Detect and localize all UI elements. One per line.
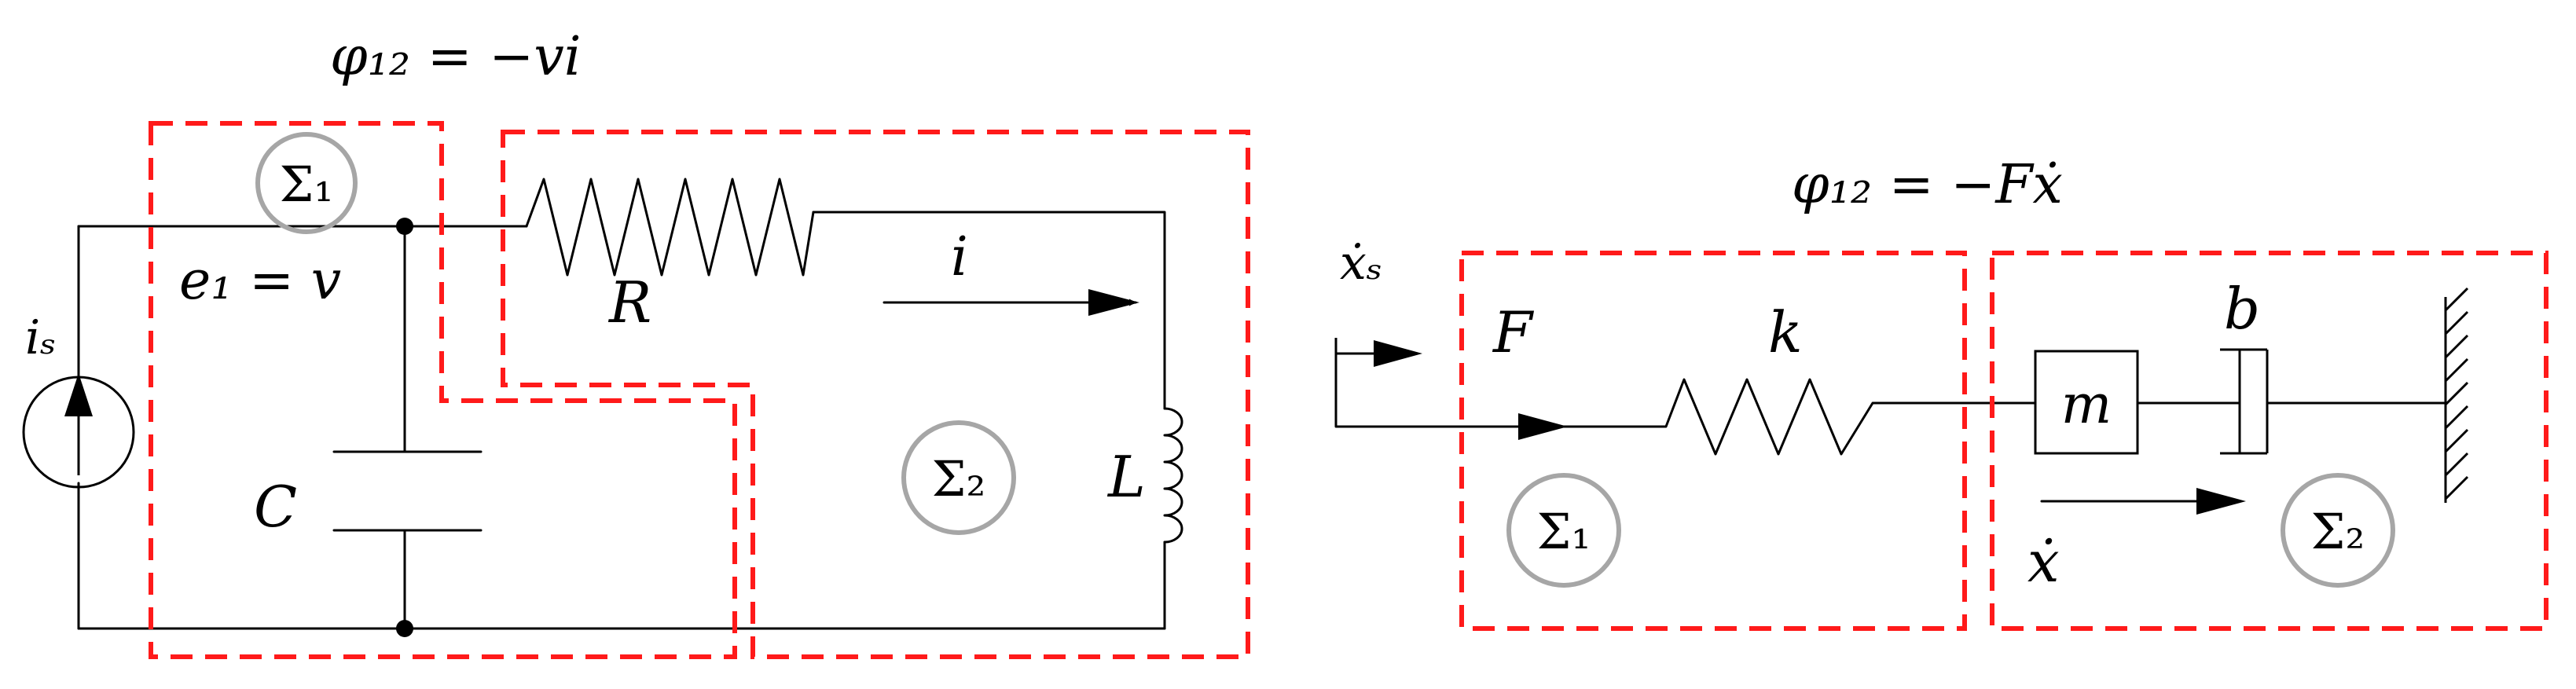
sigma1-marker-mechanical [1506, 473, 1621, 588]
sigma1-boundary-mechanical [1459, 251, 1967, 631]
spring-label: k [1768, 299, 1803, 365]
current-source [22, 373, 135, 489]
mechanical-system: φ₁₂ = −Fẋ ẋₛ F k b m ẋ Σ₁ Σ₂ [1334, 154, 2548, 631]
velocity-source-label: ẋₛ [1340, 236, 1382, 291]
spring-zigzag [1562, 378, 2037, 456]
junction-dot-top [396, 218, 413, 235]
inductor-coil [1163, 407, 1183, 544]
damper [2220, 348, 2446, 455]
junction-dot-bottom [396, 620, 413, 637]
sigma2-marker-mechanical [2281, 473, 2395, 588]
source-label: iₛ [25, 310, 56, 365]
electrical-circuit: φ₁₂ = −vi iₛ e₁ = v R i C L Σ₁ Σ₂ [22, 26, 1250, 659]
force-label: F [1492, 299, 1535, 365]
capacitor-label: C [254, 474, 297, 540]
current-label: i [951, 226, 968, 288]
velocity-source-line [1334, 352, 1565, 428]
sigma1-label-mechanical: Σ₁ [1537, 503, 1591, 560]
top-right-wire [812, 211, 1166, 410]
mass-label: m [2061, 374, 2112, 436]
flux-label-electrical: φ₁₂ = −vi [330, 26, 581, 88]
sigma2-label-mechanical: Σ₂ [2311, 503, 2365, 560]
flux-label-mechanical: φ₁₂ = −Fẋ [1792, 154, 2063, 216]
velocity-arrow-head [2196, 488, 2246, 515]
velocity-source-arrow-head [1374, 340, 1422, 367]
node-voltage-label: e₁ = v [179, 250, 341, 312]
sigma1-marker-electrical [255, 132, 358, 234]
sigma1-label-electrical: Σ₁ [280, 156, 334, 213]
sigma2-label-electrical: Σ₂ [932, 450, 986, 508]
velocity-label: ẋ [2027, 529, 2060, 595]
sigma2-marker-electrical [901, 420, 1016, 535]
inductor-label: L [1106, 444, 1146, 510]
resistor-zigzag [525, 178, 815, 277]
damper-label: b [2224, 276, 2260, 342]
force-arrow-head [1518, 413, 1568, 440]
ground-wall [2444, 287, 2469, 503]
resistor-label: R [607, 269, 651, 335]
current-arrow-head [1088, 289, 1139, 316]
sigma1-boundary-electrical [149, 121, 737, 659]
sigma2-boundary-electrical [501, 130, 1250, 659]
sigma2-boundary-mechanical [1990, 251, 2548, 631]
